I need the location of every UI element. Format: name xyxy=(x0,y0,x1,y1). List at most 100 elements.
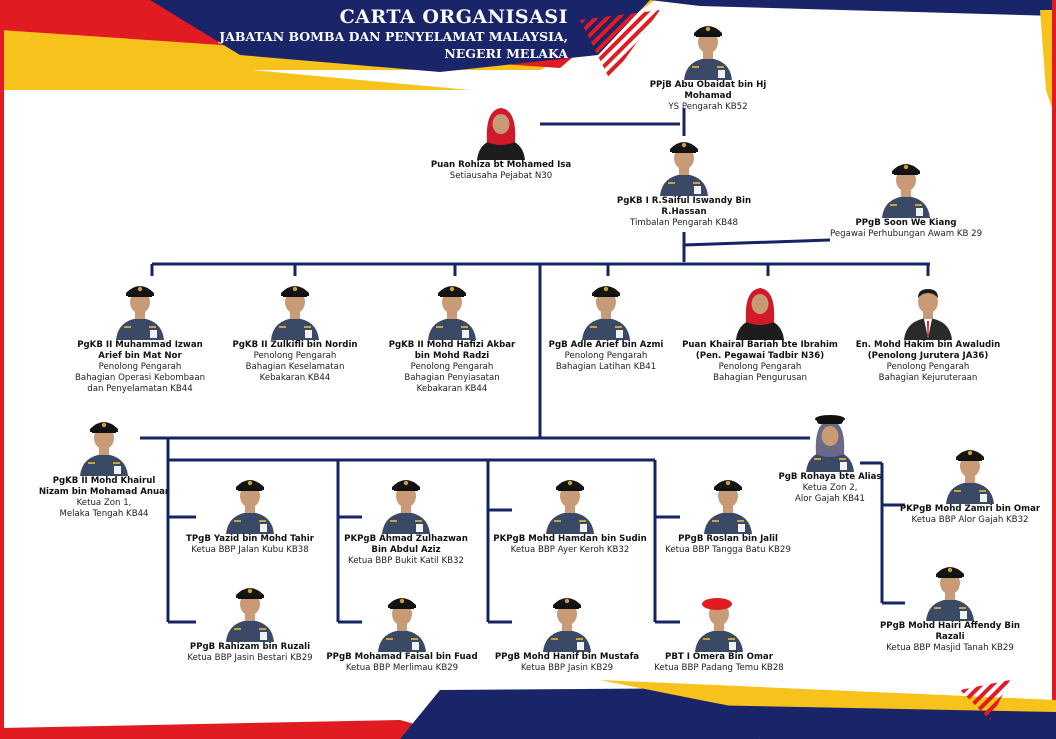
bottom-red-left xyxy=(0,720,470,739)
portrait-photo xyxy=(676,16,740,80)
org-node-zon-1: PgKB II Mohd Khairul Nizam bin Mohamad A… xyxy=(24,412,184,520)
edge-left xyxy=(0,0,4,739)
person-role: Ketua Zon 1, Melaka Tengah KB44 xyxy=(59,498,149,519)
person-role: Ketua BBP Jasin Bestari KB29 xyxy=(187,653,313,663)
person-role: Penolong Pengarah Bahagian Pengurusan xyxy=(713,362,807,383)
org-node-bbp-masjid-tanah: PPgB Mohd Hairi Affendy Bin Razali Ketua… xyxy=(870,557,1030,654)
person-role: Penolong Pengarah Bahagian Kejuruteraan xyxy=(878,362,978,383)
person-role: Ketua BBP Jalan Kubu KB38 xyxy=(191,545,309,555)
org-node-penyiasatan: PgKB II Mohd Hafizi Akbar bin Mohd Radzi… xyxy=(372,276,532,395)
org-node-bbp-jasin: PPgB Mohd Hanif bin Mustafa Ketua BBP Ja… xyxy=(487,588,647,674)
portrait-photo xyxy=(218,470,282,534)
bottom-stripes xyxy=(960,680,1010,720)
person-role: Ketua BBP Alor Gajah KB32 xyxy=(911,515,1029,525)
org-node-bbp-tangga-batu: PPgB Roslan bin Jalil Ketua BBP Tangga B… xyxy=(648,470,808,556)
bottom-navy-right xyxy=(700,705,1056,739)
person-name: PPgB Rahizam bin Ruzali xyxy=(189,642,311,652)
portrait-photo xyxy=(696,470,760,534)
portrait-photo xyxy=(728,276,792,340)
person-role: YS Pengarah KB52 xyxy=(668,102,748,112)
portrait-photo xyxy=(918,557,982,621)
person-role: Pegawai Perhubungan Awam KB 29 xyxy=(829,229,983,239)
person-role: Ketua BBP Bukit Katil KB32 xyxy=(348,556,464,566)
person-role: Ketua BBP Tangga Batu KB29 xyxy=(665,545,791,555)
person-name: PPjB Abu Obaidat bin Hj Mohamad xyxy=(649,80,767,101)
person-name: PBT I Omera Bin Omar xyxy=(665,652,773,662)
person-name: PgKB I R.Saiful Iswandy Bin R.Hassan xyxy=(616,196,752,217)
person-name: PPgB Mohamad Faisal bin Fuad xyxy=(326,652,478,662)
org-node-pengarah: PPjB Abu Obaidat bin Hj Mohamad YS Penga… xyxy=(628,16,788,113)
person-name: PPgB Mohd Hanif bin Mustafa xyxy=(494,652,640,662)
person-role: Penolong Pengarah Bahagian Operasi Kebom… xyxy=(74,362,206,394)
org-node-bbp-jalan-kubu: TPgB Yazid bin Mohd Tahir Ketua BBP Jala… xyxy=(170,470,330,556)
portrait-photo xyxy=(538,470,602,534)
org-node-setiausaha: Puan Rohiza bt Mohamed Isa Setiausaha Pe… xyxy=(421,96,581,182)
portrait-photo xyxy=(72,412,136,476)
banner-stripes xyxy=(580,10,660,80)
corner-top-right xyxy=(650,0,1056,16)
portrait-photo xyxy=(687,588,751,652)
org-node-timbalan-pengarah: PgKB I R.Saiful Iswandy Bin R.Hassan Tim… xyxy=(604,132,764,229)
org-node-perhubungan-awam: PPgB Soon We Kiang Pegawai Perhubungan A… xyxy=(826,154,986,240)
org-node-pengurusan: Puan Khairal Bariah bte Ibrahim (Pen. Pe… xyxy=(680,276,840,384)
person-name: PPgB Soon We Kiang xyxy=(855,218,957,228)
person-role: Ketua BBP Padang Temu KB28 xyxy=(654,663,784,673)
person-role: Penolong Pengarah Bahagian Keselamatan K… xyxy=(245,351,345,383)
portrait-photo xyxy=(370,588,434,652)
org-node-bbp-padang-temu: PBT I Omera Bin Omar Ketua BBP Padang Te… xyxy=(639,588,799,674)
portrait-photo xyxy=(374,470,438,534)
header: CARTA ORGANISASI JABATAN BOMBA DAN PENYE… xyxy=(219,6,568,62)
bottom-navy xyxy=(400,688,760,739)
portrait-photo xyxy=(535,588,599,652)
banner-navy xyxy=(150,0,650,72)
portrait-photo xyxy=(574,276,638,340)
portrait-photo xyxy=(896,276,960,340)
portrait-photo xyxy=(263,276,327,340)
person-name: PgKB II Zulkifli bin Nordin xyxy=(232,340,358,350)
person-name: PgKB II Mohd Hafizi Akbar bin Mohd Radzi xyxy=(388,340,516,361)
org-node-bbp-ayer-keroh: PKPgB Mohd Hamdan bin Sudin Ketua BBP Ay… xyxy=(490,470,650,556)
page-title: CARTA ORGANISASI xyxy=(339,6,568,28)
person-role: Timbalan Pengarah KB48 xyxy=(629,218,739,228)
org-node-keselamatan: PgKB II Zulkifli bin Nordin Penolong Pen… xyxy=(215,276,375,384)
person-name: PPgB Roslan bin Jalil xyxy=(678,534,778,544)
person-role: Penolong Pengarah Bahagian Penyiasatan K… xyxy=(404,362,500,394)
person-role: Ketua BBP Jasin KB29 xyxy=(520,663,614,673)
portrait-photo xyxy=(469,96,533,160)
org-node-bbp-alor-gajah: PKPgB Mohd Zamri bin Omar Ketua BBP Alor… xyxy=(890,440,1050,526)
org-node-bbp-merlimau: PPgB Mohamad Faisal bin Fuad Ketua BBP M… xyxy=(322,588,482,674)
org-node-bbp-bukit-katil: PKPgB Ahmad Zulhazwan Bin Abdul Aziz Ket… xyxy=(326,470,486,567)
person-role: Ketua BBP Masjid Tanah KB29 xyxy=(886,643,1014,653)
org-node-zon-2: PgB Rohaya bte Alias Ketua Zon 2, Alor G… xyxy=(750,408,910,505)
page-subtitle-line1: JABATAN BOMBA DAN PENYELAMAT MALAYSIA, xyxy=(219,29,568,44)
banner-yellow-lower xyxy=(0,58,470,90)
portrait-photo xyxy=(798,408,862,472)
portrait-photo xyxy=(652,132,716,196)
org-node-kejuruteraan: En. Mohd Hakim bin Awaludin (Penolong Ju… xyxy=(848,276,1008,384)
portrait-photo xyxy=(938,440,1002,504)
person-name: PKPgB Ahmad Zulhazwan Bin Abdul Aziz xyxy=(344,534,468,555)
person-role: Penolong Pengarah Bahagian Latihan KB41 xyxy=(555,351,657,372)
org-node-operasi: PgKB II Muhammad Izwan Arief bin Mat Nor… xyxy=(60,276,220,395)
person-role: Ketua BBP Merlimau KB29 xyxy=(345,663,459,673)
person-role: Ketua BBP Ayer Keroh KB32 xyxy=(510,545,630,555)
edge-right xyxy=(1052,0,1056,739)
person-name: PgB Rohaya bte Alias xyxy=(778,472,882,482)
org-node-bbp-jasin-bestari: PPgB Rahizam bin Ruzali Ketua BBP Jasin … xyxy=(170,578,330,664)
page-subtitle-line2: NEGERI MELAKA xyxy=(444,46,568,61)
person-name: PgKB II Muhammad Izwan Arief bin Mat Nor xyxy=(77,340,203,361)
person-name: TPgB Yazid bin Mohd Tahir xyxy=(186,534,314,544)
person-role: Setiausaha Pejabat N30 xyxy=(449,171,553,181)
person-name: En. Mohd Hakim bin Awaludin (Penolong Ju… xyxy=(855,340,1001,361)
person-name: Puan Khairal Bariah bte Ibrahim (Pen. Pe… xyxy=(682,340,838,361)
org-node-latihan: PgB Adle Arief bin Azmi Penolong Pengara… xyxy=(526,276,686,373)
person-name: PKPgB Mohd Hamdan bin Sudin xyxy=(493,534,647,544)
person-name: PgKB II Mohd Khairul Nizam bin Mohamad A… xyxy=(38,476,170,497)
portrait-photo xyxy=(218,578,282,642)
portrait-photo xyxy=(874,154,938,218)
person-name: Puan Rohiza bt Mohamed Isa xyxy=(430,160,572,170)
portrait-photo xyxy=(108,276,172,340)
person-role: Ketua Zon 2, Alor Gajah KB41 xyxy=(794,483,865,504)
